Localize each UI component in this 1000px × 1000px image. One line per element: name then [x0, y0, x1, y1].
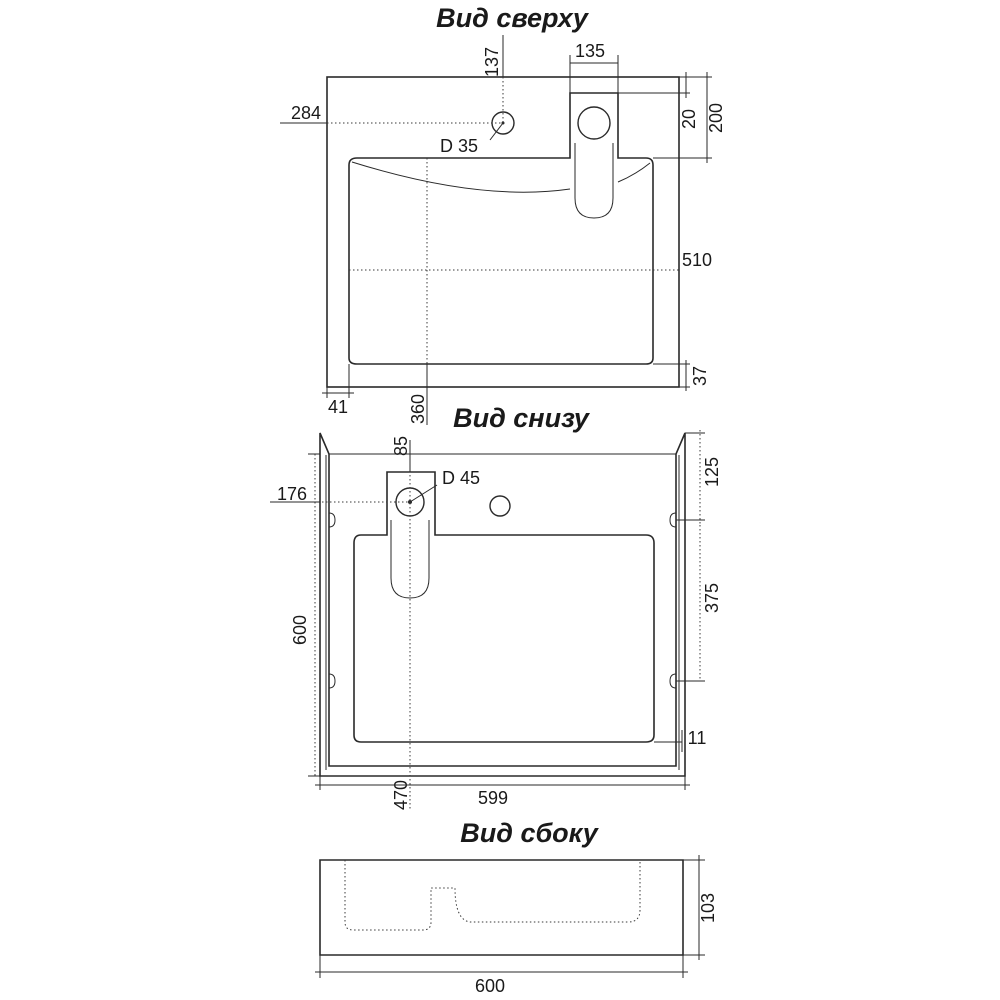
dim-11: 11 — [688, 728, 707, 748]
mount-slot-left-top — [328, 512, 336, 528]
top-view-bowl-curve-right — [617, 162, 651, 183]
dim-360: 360 — [408, 394, 428, 424]
mount-slot-right-top — [669, 512, 677, 528]
top-view-title: Вид сверху — [436, 3, 590, 33]
faucet-body — [574, 143, 614, 219]
top-view-bowl-curve — [351, 161, 571, 193]
dim-284: 284 — [291, 103, 321, 123]
mount-slot-left-bottom — [328, 673, 336, 689]
bottom-view: Вид снизу 85 D 45 176 — [270, 403, 722, 810]
dim-135: 135 — [575, 41, 605, 61]
leader-d35 — [489, 122, 504, 141]
side-view-outline — [319, 859, 684, 956]
side-view: Вид сбоку 103 600 — [315, 818, 718, 996]
dim-d35: D 35 — [440, 136, 478, 156]
bottom-view-bowl — [353, 471, 655, 743]
dim-200: 200 — [706, 103, 726, 133]
dim-103: 103 — [698, 893, 718, 923]
bottom-overflow-hole — [489, 495, 511, 517]
dim-375: 375 — [702, 583, 722, 613]
dim-600-bottom: 600 — [290, 615, 310, 645]
dim-41: 41 — [328, 397, 348, 417]
dim-d45: D 45 — [442, 468, 480, 488]
side-view-bowl-profile — [344, 860, 641, 931]
mount-slot-right-bottom — [669, 673, 677, 689]
leader-d45 — [409, 484, 438, 503]
dim-85: 85 — [391, 436, 411, 456]
dim-600-side: 600 — [475, 976, 505, 996]
dim-37: 37 — [690, 366, 710, 386]
dim-125: 125 — [702, 457, 722, 487]
dim-510: 510 — [682, 250, 712, 270]
bottom-view-outline — [319, 432, 686, 777]
faucet-hole — [577, 106, 611, 140]
dim-470: 470 — [391, 780, 411, 810]
dim-599: 599 — [478, 788, 508, 808]
dim-20: 20 — [679, 109, 699, 129]
dim-137: 137 — [482, 47, 502, 77]
bottom-faucet-body — [390, 520, 430, 599]
top-view: Вид сверху 137 135 284 D 35 — [280, 3, 726, 425]
bottom-view-title: Вид снизу — [453, 403, 591, 433]
side-view-title: Вид сбоку — [460, 818, 599, 848]
dim-176: 176 — [277, 484, 307, 504]
top-view-bowl — [348, 92, 654, 365]
